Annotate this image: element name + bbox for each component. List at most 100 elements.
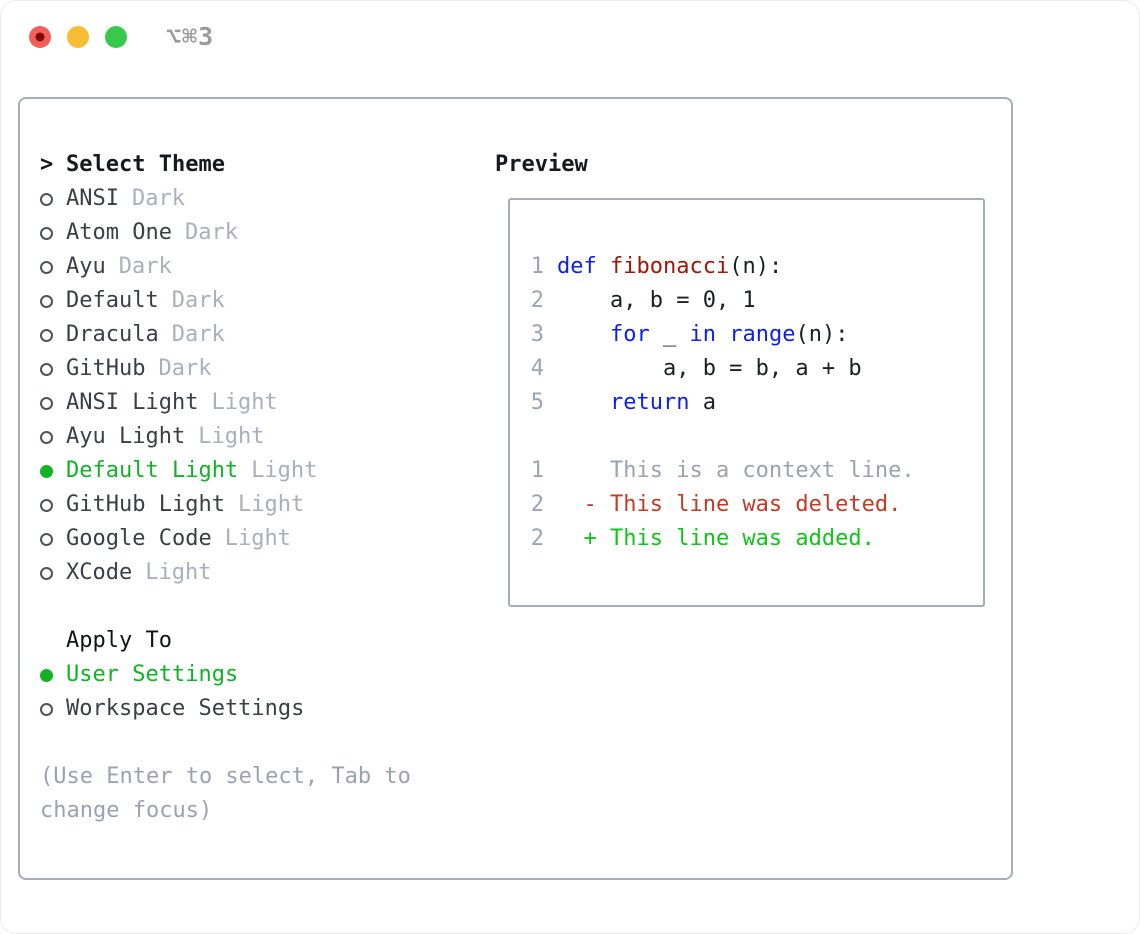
token-plain: (n): <box>795 322 849 347</box>
radio-unselected-icon <box>40 430 53 444</box>
theme-name: Atom One <box>66 220 172 245</box>
close-button[interactable] <box>29 26 51 48</box>
preview-title: Preview <box>495 152 588 177</box>
diff-line-added: 2 + This line was added. <box>530 522 983 556</box>
diff-text: + This line was added. <box>557 526 875 551</box>
theme-option-github-light[interactable]: GitHub Light Light <box>40 488 470 522</box>
diff-text: This is a context line. <box>557 458 915 483</box>
token-keyword: def <box>557 254 597 279</box>
radio-marker <box>40 362 66 376</box>
theme-variant: Light <box>237 492 305 517</box>
theme-variant: Dark <box>171 288 225 313</box>
apply-option-label: Workspace Settings <box>66 696 305 721</box>
radio-unselected-icon <box>40 566 53 580</box>
radio-marker <box>40 532 66 546</box>
token-keyword: range <box>729 322 796 347</box>
token-plain <box>557 322 610 347</box>
theme-option-ayu-light[interactable]: Ayu Light Light <box>40 420 470 454</box>
theme-variant: Light <box>198 424 265 449</box>
code-content: for _ in range(n): <box>557 318 848 352</box>
radio-unselected-icon <box>40 702 53 716</box>
theme-variant: Dark <box>118 254 172 279</box>
theme-variant: Dark <box>158 356 212 381</box>
theme-name: Ayu Light <box>66 424 186 449</box>
preview-box: 1 def fibonacci (n): 2 a, b = 0, 1 3 for _ i… <box>508 198 985 607</box>
line-number: 1 <box>530 254 544 279</box>
code-line: 4 a, b = b, a + b <box>530 352 983 386</box>
apply-option-user-settings[interactable]: User Settings <box>40 658 470 692</box>
radio-marker <box>40 430 66 444</box>
code-content: return a <box>557 386 716 420</box>
theme-variant: Dark <box>184 220 238 245</box>
token-keyword: in <box>689 322 716 347</box>
theme-name: Dracula <box>66 322 159 347</box>
titlebar <box>29 26 143 48</box>
radio-marker <box>40 396 66 410</box>
code-line: 3 for _ in range(n): <box>530 318 983 352</box>
token-plain <box>557 390 610 415</box>
apply-to-title: Apply To <box>66 628 172 653</box>
token-function: fibonacci <box>610 254 730 279</box>
line-number: 2 <box>530 526 544 551</box>
radio-marker <box>40 498 66 512</box>
theme-name: ANSI <box>66 186 119 211</box>
diff-line-context: 1 This is a context line. <box>530 454 983 488</box>
traffic-lights <box>29 26 143 48</box>
spacer <box>40 590 470 624</box>
token-keyword: return <box>609 390 690 415</box>
radio-unselected-icon <box>40 328 53 342</box>
radio-marker <box>40 294 66 308</box>
line-number: 5 <box>530 390 544 415</box>
theme-option-atom-one[interactable]: Atom One Dark <box>40 216 470 250</box>
line-number: 2 <box>530 288 544 313</box>
radio-unselected-icon <box>40 260 53 274</box>
radio-unselected-icon <box>40 532 53 546</box>
radio-unselected-icon <box>40 362 53 376</box>
theme-variant: Dark <box>131 186 185 211</box>
token-plain <box>716 322 729 347</box>
theme-option-ansi[interactable]: ANSI Dark <box>40 182 470 216</box>
select-theme-title: Select Theme <box>66 152 225 177</box>
token-plain: _ <box>649 322 690 347</box>
radio-marker <box>40 192 66 206</box>
radio-unselected-icon <box>40 498 53 512</box>
help-text: (Use Enter to select, Tab to change focu… <box>40 764 411 823</box>
apply-option-label: User Settings <box>66 662 239 687</box>
code-content: a, b = b, a + b <box>557 352 862 386</box>
diff-preview: 1 This is a context line.2 - This line w… <box>530 454 983 556</box>
radio-marker <box>40 464 66 478</box>
radio-marker <box>40 328 66 342</box>
prompt-chevron: > <box>40 152 54 177</box>
theme-name: GitHub <box>66 356 146 381</box>
focus-prompt-icon: > <box>40 148 66 182</box>
theme-name: GitHub Light <box>66 492 225 517</box>
token-plain: a, b = 0, 1 <box>557 288 756 313</box>
line-number: 1 <box>530 458 544 483</box>
radio-marker <box>40 566 66 580</box>
zoom-button[interactable] <box>105 26 127 48</box>
theme-option-default[interactable]: Default Dark <box>40 284 470 318</box>
radio-marker <box>40 702 66 716</box>
token-plain: a, b = b, a + b <box>557 356 862 381</box>
theme-name: Default Light <box>66 458 239 483</box>
token-keyword: for <box>609 322 650 347</box>
token-plain: a <box>689 390 716 415</box>
theme-name: XCode <box>66 560 133 585</box>
theme-option-github[interactable]: GitHub Dark <box>40 352 470 386</box>
line-number: 2 <box>530 492 544 517</box>
diff-line-deleted: 2 - This line was deleted. <box>530 488 983 522</box>
minimize-button[interactable] <box>67 26 89 48</box>
theme-name: Default <box>66 288 159 313</box>
apply-option-workspace-settings[interactable]: Workspace Settings <box>40 692 470 726</box>
